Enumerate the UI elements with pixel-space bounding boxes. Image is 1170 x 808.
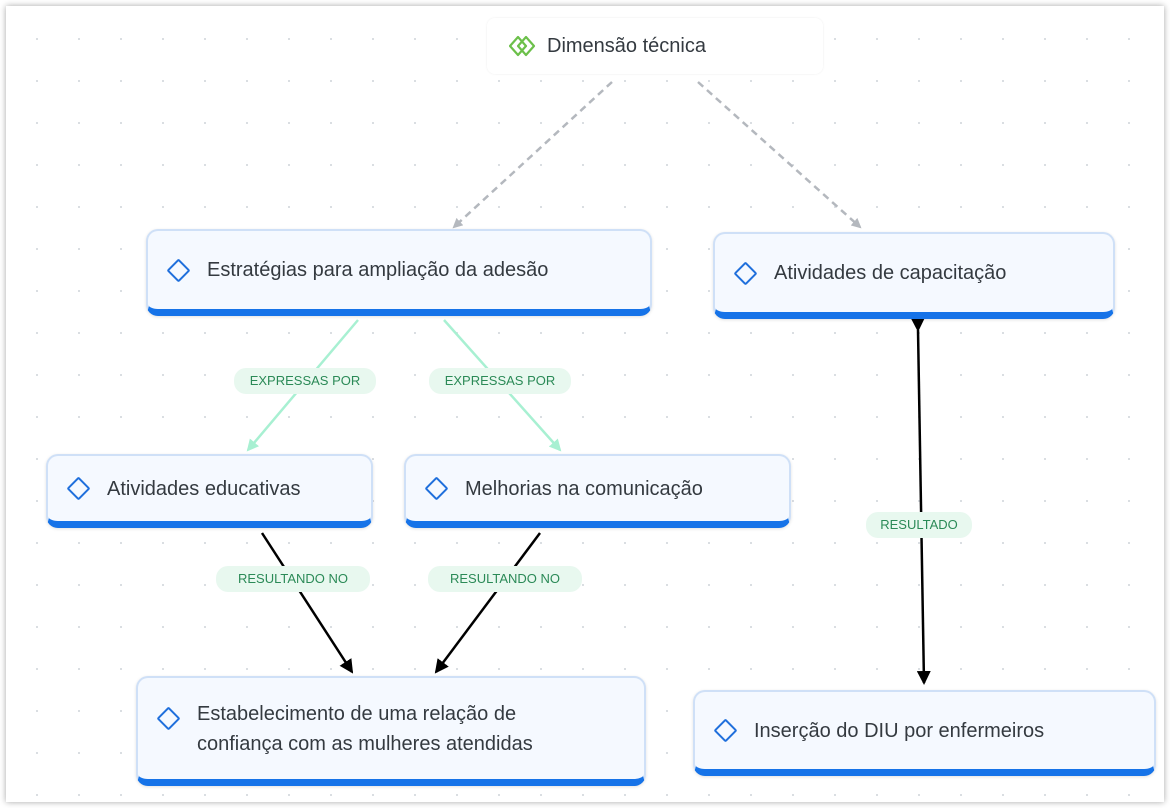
edge-root-to-estrategias bbox=[452, 81, 613, 229]
node-comunicacao[interactable]: Melhorias na comunicação bbox=[404, 454, 791, 528]
edge-capacitacao-insercao bbox=[910, 317, 931, 685]
diamond-icon bbox=[166, 257, 191, 283]
diagram-canvas bbox=[6, 6, 1164, 802]
node-label: Estratégias para ampliação da adesão bbox=[207, 259, 549, 281]
edge-label-resultando-no: RESULTANDO NO bbox=[216, 566, 370, 592]
double-diamond-icon bbox=[509, 35, 536, 57]
node-capacitacao[interactable]: Atividades de capacitação bbox=[713, 232, 1115, 319]
edge-label-expressas-por: EXPRESSAS POR bbox=[234, 368, 376, 394]
node-label-line-2: confiança com as mulheres atendidas bbox=[197, 732, 533, 755]
diamond-icon bbox=[66, 476, 91, 501]
node-educativas[interactable]: Atividades educativas bbox=[46, 454, 373, 528]
edge-comunicacao-to-confianca bbox=[434, 532, 542, 674]
node-label: Estabelecimento de uma relação de confia… bbox=[197, 699, 533, 759]
edge-label-resultando-no: RESULTANDO NO bbox=[428, 566, 582, 592]
diamond-icon bbox=[156, 706, 181, 731]
edge-label-resultado: RESULTADO bbox=[866, 512, 972, 538]
edge-educativas-to-confianca bbox=[260, 532, 354, 674]
diamond-icon bbox=[424, 476, 449, 501]
node-label: Atividades educativas bbox=[107, 477, 301, 500]
edge-root-to-capacitacao bbox=[697, 81, 862, 229]
node-label: Inserção do DIU por enfermeiros bbox=[754, 719, 1045, 742]
node-label: Melhorias na comunicação bbox=[465, 477, 703, 500]
node-label-line-1: Estabelecimento de uma relação de bbox=[197, 702, 517, 725]
node-label: Atividades de capacitação bbox=[774, 262, 1007, 284]
root-node-dimensao-tecnica[interactable]: Dimensão técnica bbox=[487, 18, 823, 74]
node-confianca[interactable]: Estabelecimento de uma relação de confia… bbox=[136, 676, 646, 786]
edge-label-expressas-por: EXPRESSAS POR bbox=[429, 368, 571, 394]
diamond-icon bbox=[713, 718, 738, 743]
diamond-icon bbox=[733, 260, 758, 286]
node-insercao[interactable]: Inserção do DIU por enfermeiros bbox=[693, 690, 1156, 776]
root-label: Dimensão técnica bbox=[547, 34, 706, 57]
node-estrategias[interactable]: Estratégias para ampliação da adesão bbox=[146, 229, 652, 316]
